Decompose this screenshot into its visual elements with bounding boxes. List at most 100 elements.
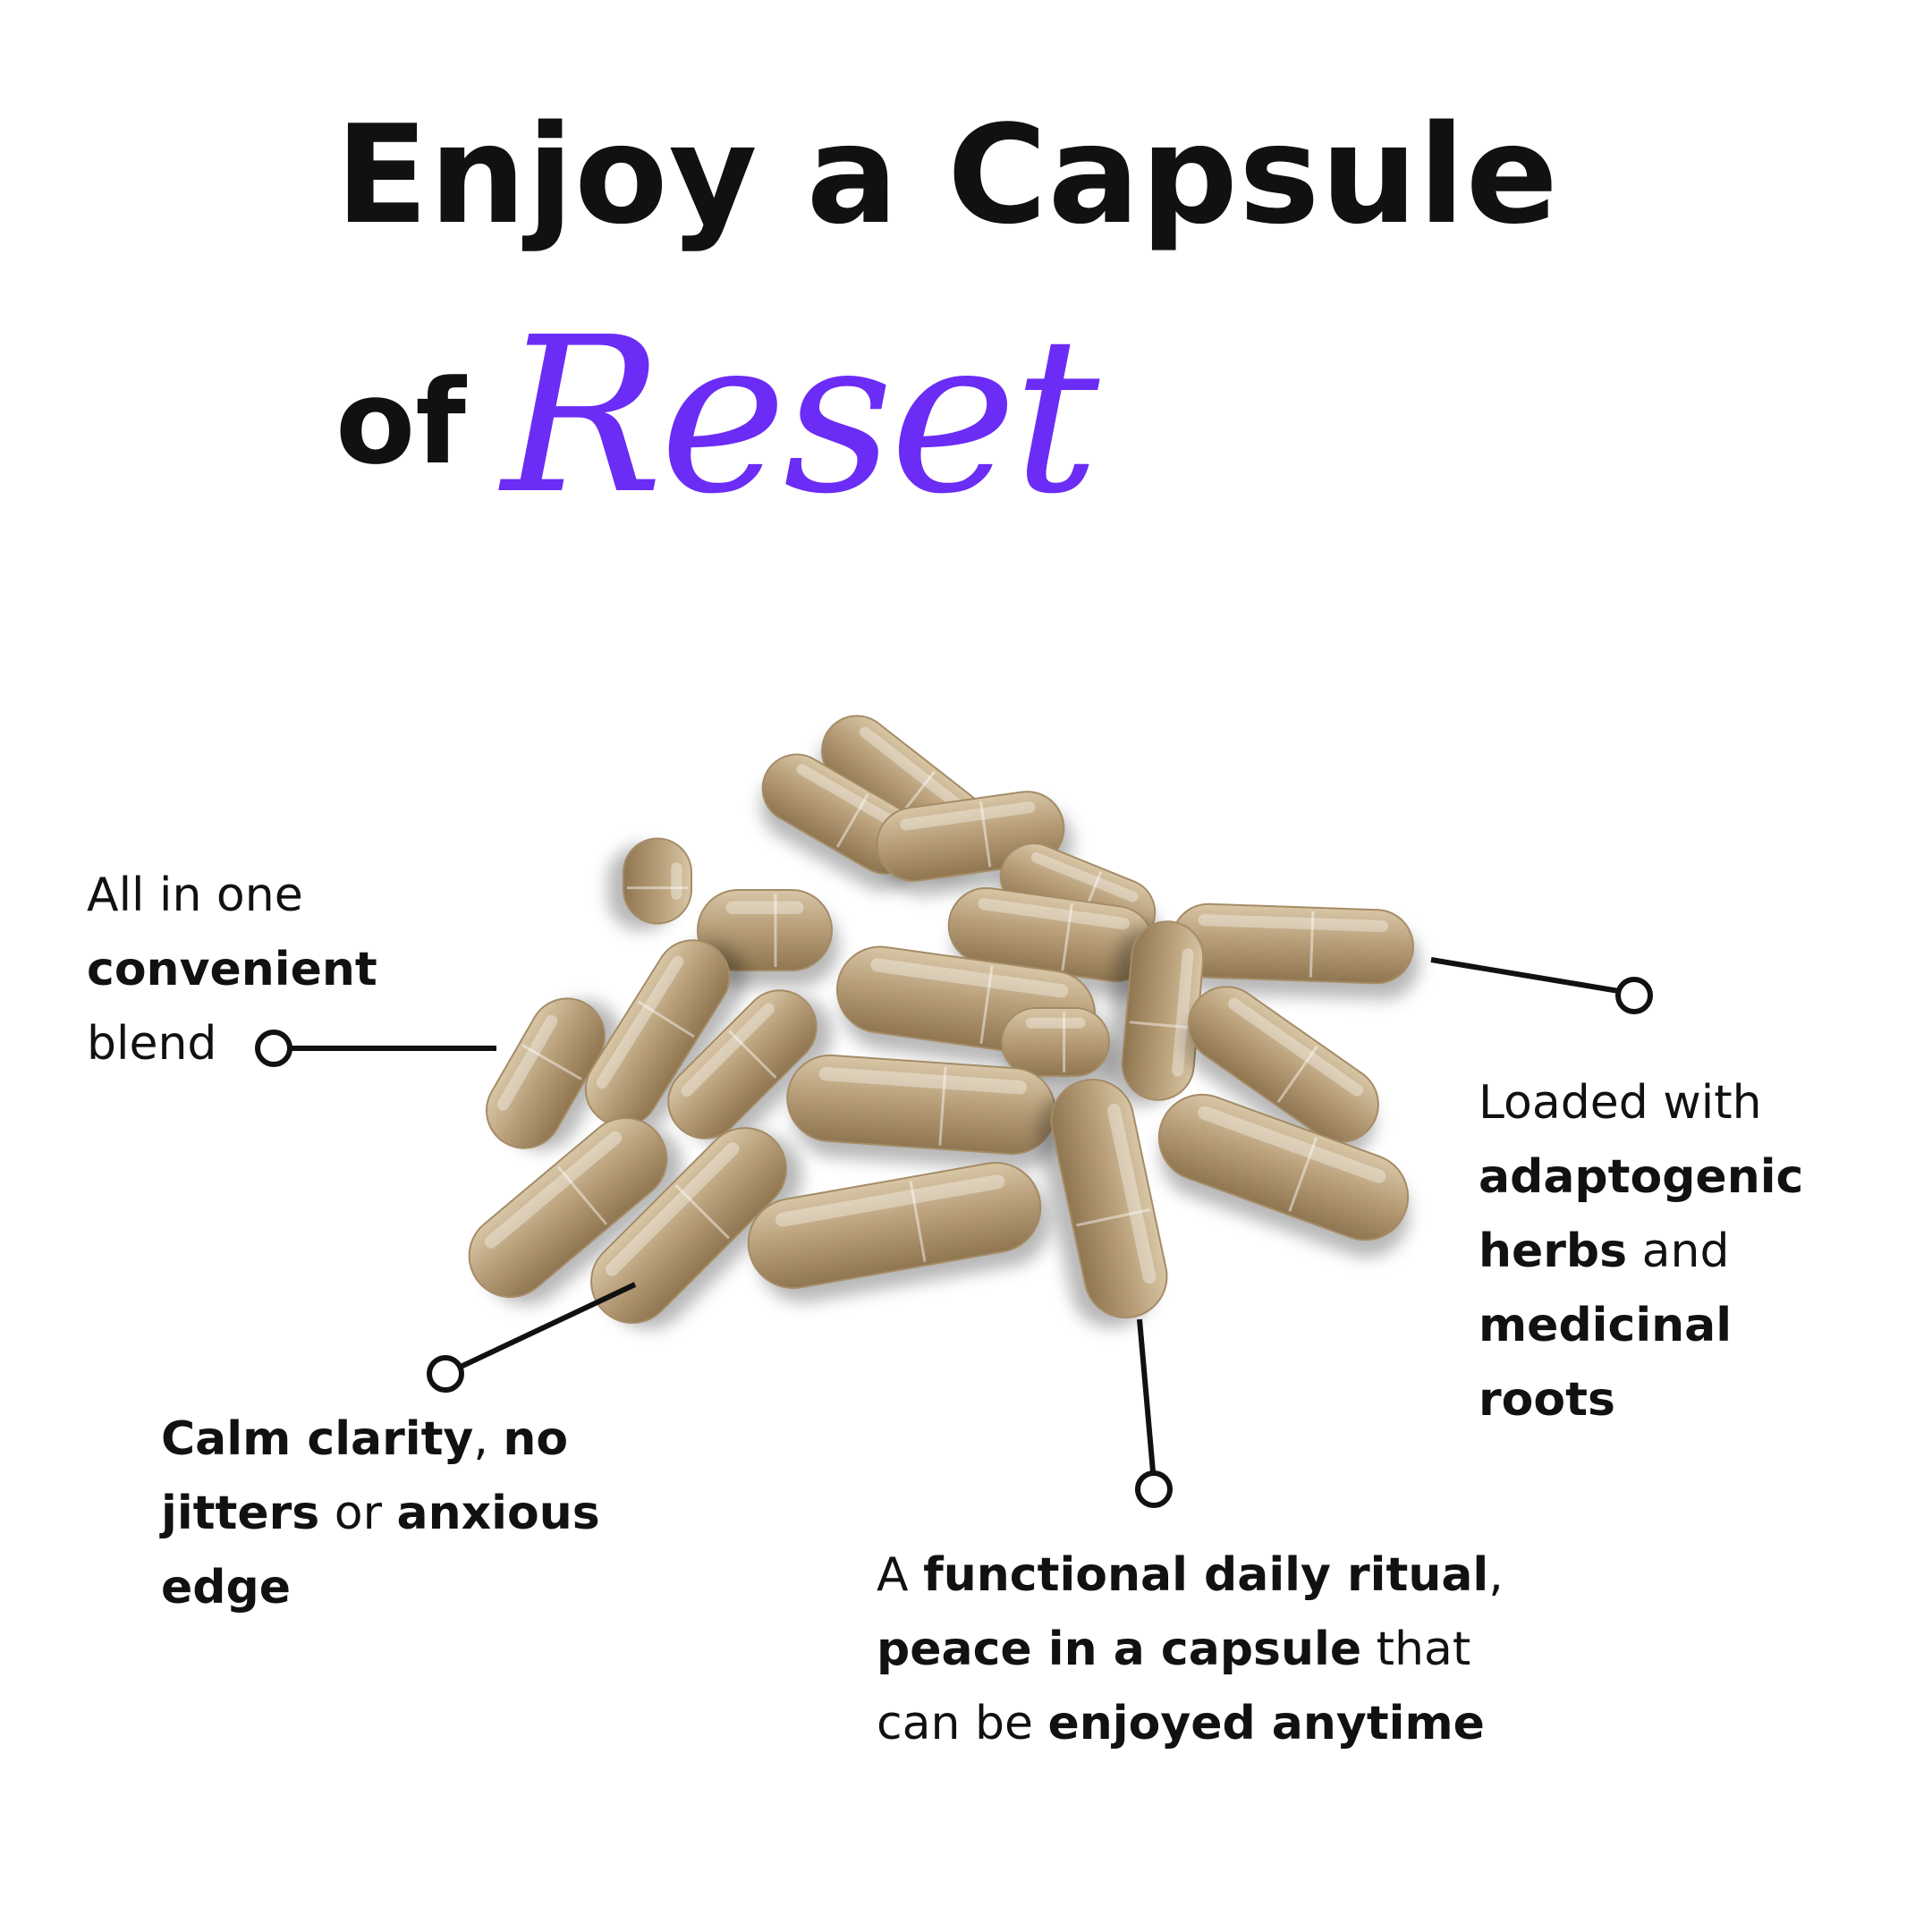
capsule-highlight [775, 1174, 1005, 1227]
capsule-seam [1276, 1046, 1318, 1104]
capsule-seam [979, 801, 992, 868]
capsule-highlight [796, 764, 904, 831]
capsule-seam [556, 1165, 608, 1225]
capsule-body [1001, 1007, 1110, 1077]
capsule-body [1157, 1093, 1410, 1241]
callout-ritual-line3-bold: enjoyed anytime [1047, 1697, 1485, 1750]
capsule [1037, 1078, 1168, 1328]
capsule-highlight [596, 955, 684, 1089]
capsule-highlight [978, 898, 1131, 930]
callout-ritual-line1-bold: functional daily ritual [923, 1548, 1489, 1602]
capsule-highlight [1106, 1103, 1157, 1284]
capsule [667, 989, 834, 1145]
capsule [1106, 920, 1205, 1106]
capsule [468, 1117, 683, 1305]
callout-ritual-line3-start: can be [877, 1697, 1048, 1750]
capsule-body [1188, 986, 1379, 1143]
capsule-highlight [1030, 852, 1139, 902]
capsule-seam [1061, 902, 1073, 971]
callout-ritual-line1-start: A [877, 1548, 924, 1602]
callout-herbs-line3-bold: herbs [1479, 1224, 1628, 1278]
capsule-seam [938, 1066, 947, 1146]
capsule [1185, 986, 1379, 1160]
headline-of: of [335, 354, 466, 490]
callout-herbs-line2: adaptogenic [1479, 1150, 1804, 1204]
capsule [590, 1127, 803, 1330]
callout-calm-line2-end: anxious [396, 1487, 600, 1540]
callout-blend-line2: convenient [87, 943, 377, 996]
callout-ritual-line1-end: , [1488, 1548, 1504, 1602]
calm-leader-line [459, 1282, 637, 1369]
headline-script-word: Reset [501, 291, 1099, 541]
callout-blend-line1: All in one [87, 869, 303, 922]
capsule-highlight [681, 1003, 775, 1097]
callout-blend-line3: blend [87, 1017, 217, 1071]
capsule-seam [1309, 911, 1315, 978]
capsule-highlight [671, 862, 682, 900]
ritual-leader-line [1137, 1318, 1156, 1472]
capsule [607, 837, 692, 931]
capsule [1157, 1093, 1410, 1258]
capsule-highlight [818, 1066, 1028, 1095]
headline: Enjoy a Capsule [335, 96, 1559, 254]
callout-herbs-line3-rest: and [1627, 1224, 1730, 1278]
capsule-highlight [859, 726, 971, 818]
capsule-highlight [605, 1141, 740, 1276]
subheadline: of Reset [335, 291, 1099, 541]
calm-leader-dot [427, 1355, 464, 1393]
capsule-seam [1129, 1021, 1194, 1030]
callout-calm-line3: edge [161, 1561, 291, 1614]
capsule-highlight [496, 1014, 558, 1111]
capsule-body [590, 1127, 787, 1324]
capsule-seam [521, 1044, 582, 1080]
capsule-body [486, 997, 606, 1149]
capsule-seam [1076, 1208, 1150, 1227]
capsule-seam [1288, 1137, 1318, 1212]
callout-herbs-line5: roots [1479, 1373, 1615, 1427]
capsule-seam [674, 1183, 731, 1240]
capsule [584, 939, 747, 1129]
capsule-seam [835, 793, 869, 848]
capsule-body [747, 1162, 1042, 1289]
callout-ritual: A functional daily ritual, peace in a ca… [877, 1538, 1504, 1761]
capsule-seam [637, 1000, 695, 1038]
callout-calm-line2-sep: or [319, 1487, 397, 1540]
callout-blend: All in one convenient blend [87, 859, 377, 1081]
capsule [1171, 902, 1420, 1000]
capsule-highlight [725, 901, 804, 914]
herbs-leader-dot [1615, 977, 1653, 1014]
capsule-highlight [900, 801, 1036, 831]
capsule-seam [979, 965, 994, 1045]
capsule-body [584, 939, 731, 1127]
blend-leader-dot [255, 1030, 292, 1067]
callout-calm: Calm clarity, no jitters or anxious edge [161, 1402, 600, 1625]
callout-herbs-line1: Loaded with [1479, 1076, 1762, 1130]
capsule-seam [728, 1030, 777, 1079]
ritual-leader-dot [1135, 1470, 1173, 1508]
capsule-highlight [1172, 948, 1194, 1077]
capsule-highlight [870, 958, 1069, 998]
capsule-highlight [1025, 1017, 1086, 1029]
capsule-highlight [484, 1131, 623, 1249]
callout-calm-line1-sep: , [473, 1412, 504, 1466]
capsule-seam [909, 1180, 927, 1262]
herbs-leader-line [1430, 957, 1620, 994]
capsule-highlight [1198, 1106, 1386, 1183]
capsule-highlight [1198, 914, 1389, 933]
callout-herbs-line4: medicinal [1479, 1299, 1733, 1352]
capsule-body [468, 1117, 668, 1298]
capsule-highlight [1228, 997, 1363, 1097]
capsule [747, 1162, 1051, 1303]
callout-ritual-line2-rest: that [1361, 1623, 1471, 1676]
capsule [786, 1054, 1062, 1171]
capsule-body [1050, 1078, 1168, 1319]
capsule-body [623, 837, 692, 925]
callout-calm-line1-end: no [503, 1412, 569, 1466]
capsule [486, 997, 623, 1150]
callout-calm-line2-bold: jitters [161, 1487, 320, 1540]
callout-ritual-line2-bold: peace in a capsule [877, 1623, 1362, 1676]
callout-herbs: Loaded with adaptogenic herbs and medici… [1479, 1066, 1803, 1437]
callout-calm-line1-bold: Calm clarity [161, 1412, 474, 1466]
